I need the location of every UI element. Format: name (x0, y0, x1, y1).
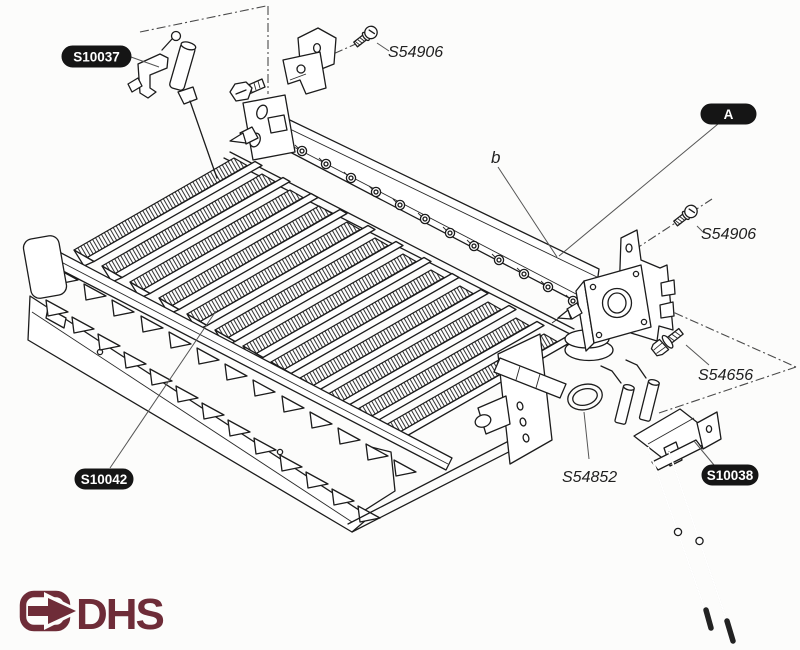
callout-s54906-top: S54906 (388, 44, 443, 61)
dhs-arrow-icon (19, 590, 82, 632)
callout-b: b (491, 148, 500, 167)
o-ring (567, 383, 603, 411)
callout-s10042-text: S10042 (81, 472, 128, 487)
leader-lines (109, 42, 719, 469)
callout-a: A (700, 103, 757, 125)
callout-s54852: S54852 (562, 469, 617, 486)
burner-rack (22, 151, 575, 533)
dhs-logo: DHS (19, 590, 166, 639)
callout-s10038: S10038 (701, 464, 759, 486)
manifold-bolt (229, 78, 266, 102)
callout-s54656: S54656 (698, 367, 753, 384)
pilot-burner-assembly (600, 359, 736, 644)
callout-s10037-text: S10037 (73, 50, 120, 65)
callout-a-text: A (724, 107, 734, 122)
dhs-logo-text: DHS (76, 590, 164, 639)
callout-s10037: S10037 (61, 45, 132, 68)
igniter-assembly (127, 30, 218, 179)
callout-s10042: S10042 (74, 468, 134, 490)
callout-s54906-right: S54906 (701, 226, 756, 243)
screw-s54906-top (351, 23, 381, 51)
screw-s54906-right (671, 202, 701, 230)
callouts: S10037 S54906 A b S54906 S54656 S54852 S… (61, 44, 759, 490)
callout-s10038-text: S10038 (707, 468, 754, 483)
manifold-assembly (229, 27, 676, 362)
